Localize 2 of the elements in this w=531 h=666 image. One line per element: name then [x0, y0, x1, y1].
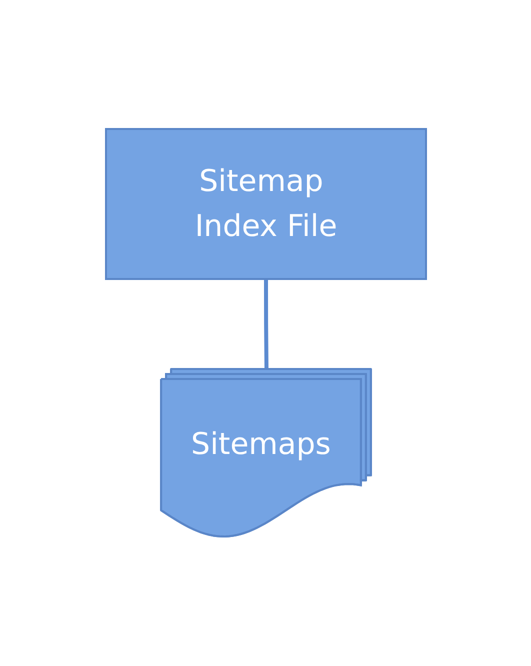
connector [264, 279, 268, 370]
node-box: Sitemap Index File [104, 128, 426, 280]
